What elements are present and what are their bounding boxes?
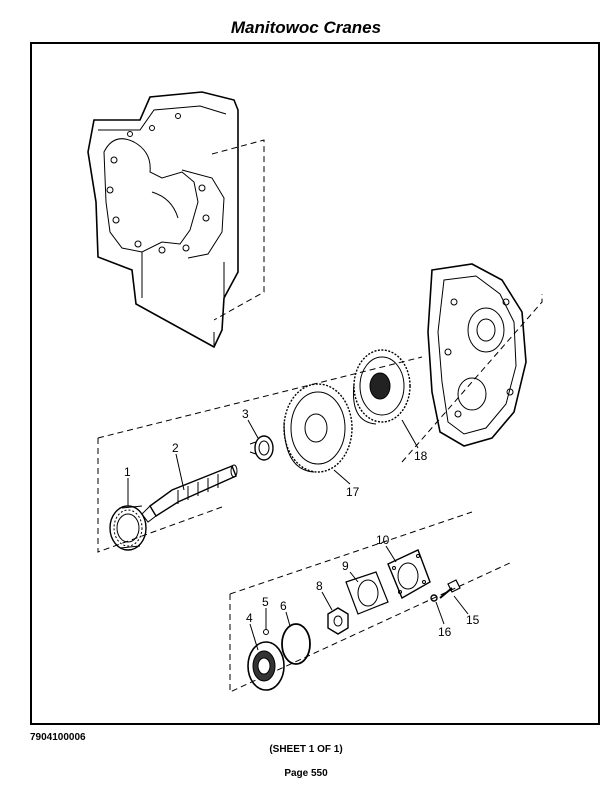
callout-2: 2 <box>172 441 179 455</box>
gear-17 <box>283 383 353 473</box>
gear-18 <box>352 349 411 425</box>
spacer-3 <box>249 435 274 461</box>
callout-4: 4 <box>246 611 253 625</box>
callout-10: 10 <box>376 533 390 547</box>
page-title: Manitowoc Cranes <box>230 18 382 37</box>
part-number: 7904100006 <box>30 732 86 743</box>
callout-16: 16 <box>438 625 452 639</box>
gasket-9 <box>345 571 389 615</box>
exploded-view-diagram: 1 2 3 4 5 6 8 9 10 15 16 17 18 <box>87 91 543 693</box>
cover-10 <box>387 549 431 600</box>
bolt-15 <box>439 579 461 599</box>
bearing-cap-4 <box>247 629 285 691</box>
callout-3: 3 <box>242 407 249 421</box>
callout-9: 9 <box>342 559 349 573</box>
washer-16 <box>430 594 438 602</box>
diagram-frame: 1 2 3 4 5 6 8 9 10 15 16 17 18 <box>30 42 600 725</box>
callout-8: 8 <box>316 579 323 593</box>
callout-labels: 1 2 3 4 5 6 8 9 10 15 16 17 18 <box>124 407 480 639</box>
callout-6: 6 <box>280 599 287 613</box>
callout-17: 17 <box>346 485 360 499</box>
sheet-indicator: (SHEET 1 OF 1) <box>269 744 343 755</box>
alignment-guides <box>97 139 543 693</box>
leader-lines <box>127 419 469 651</box>
gear-case-housing <box>427 263 527 447</box>
callout-15: 15 <box>466 613 480 627</box>
callout-1: 1 <box>124 465 131 479</box>
nut-8 <box>327 607 349 635</box>
o-ring-6 <box>281 623 311 665</box>
transmission-housing <box>87 91 239 349</box>
callout-18: 18 <box>414 449 428 463</box>
bearing-1 <box>109 505 147 551</box>
shaft-2 <box>141 464 238 523</box>
page-number: Page 550 <box>284 768 328 779</box>
callout-5: 5 <box>262 595 269 609</box>
plug-5 <box>263 629 269 635</box>
